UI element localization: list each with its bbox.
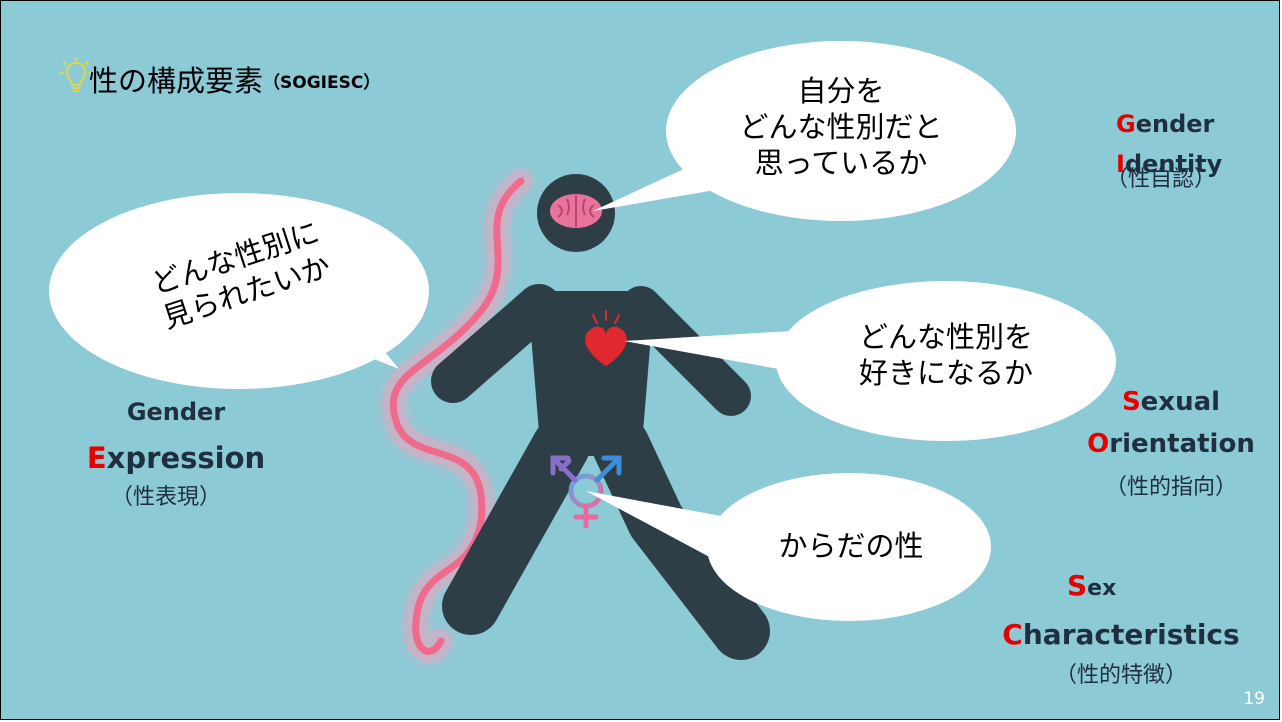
label-sexual-orientation: Sexual Orientation [1087,387,1255,459]
bubble-orientation-text: どんな性別を 好きになるか [858,320,1033,390]
label-gender-identity-jp: （性自認） [1106,167,1217,192]
transgender-symbol-icon [550,455,622,529]
label-sex-characteristics: Sex Characteristics [1002,569,1240,651]
bubble-body-text: からだの性 [778,529,924,563]
title-main: 性の構成要素 [89,64,264,98]
label-sex-characteristics-jp: （性的特徴） [1054,663,1187,688]
lightbulb-icon [59,56,93,97]
bubble-identity [593,41,1016,221]
heart-icon [585,310,627,366]
bubble-identity-text: 自分を どんな性別だと 思っているか [739,74,943,180]
page-number: 19 [1243,689,1265,709]
bubble-body [586,473,991,621]
slide-title: 性の構成要素（SOGIESC） [89,65,380,99]
title-paren-close: ） [363,73,381,93]
brain-icon [550,194,602,228]
title-subtitle: SOGIESC [280,73,364,93]
bubble-orientation [624,281,1116,441]
title-paren-open: （ [263,73,281,93]
label-gender-expression: Gender Expression [86,398,266,475]
label-gender-expression-jp: （性表現） [111,485,222,510]
bubble-expression [49,193,429,389]
label-gender-identity: Gender Identity [1116,110,1223,178]
label-sexual-orientation-jp: （性的指向） [1104,475,1237,500]
